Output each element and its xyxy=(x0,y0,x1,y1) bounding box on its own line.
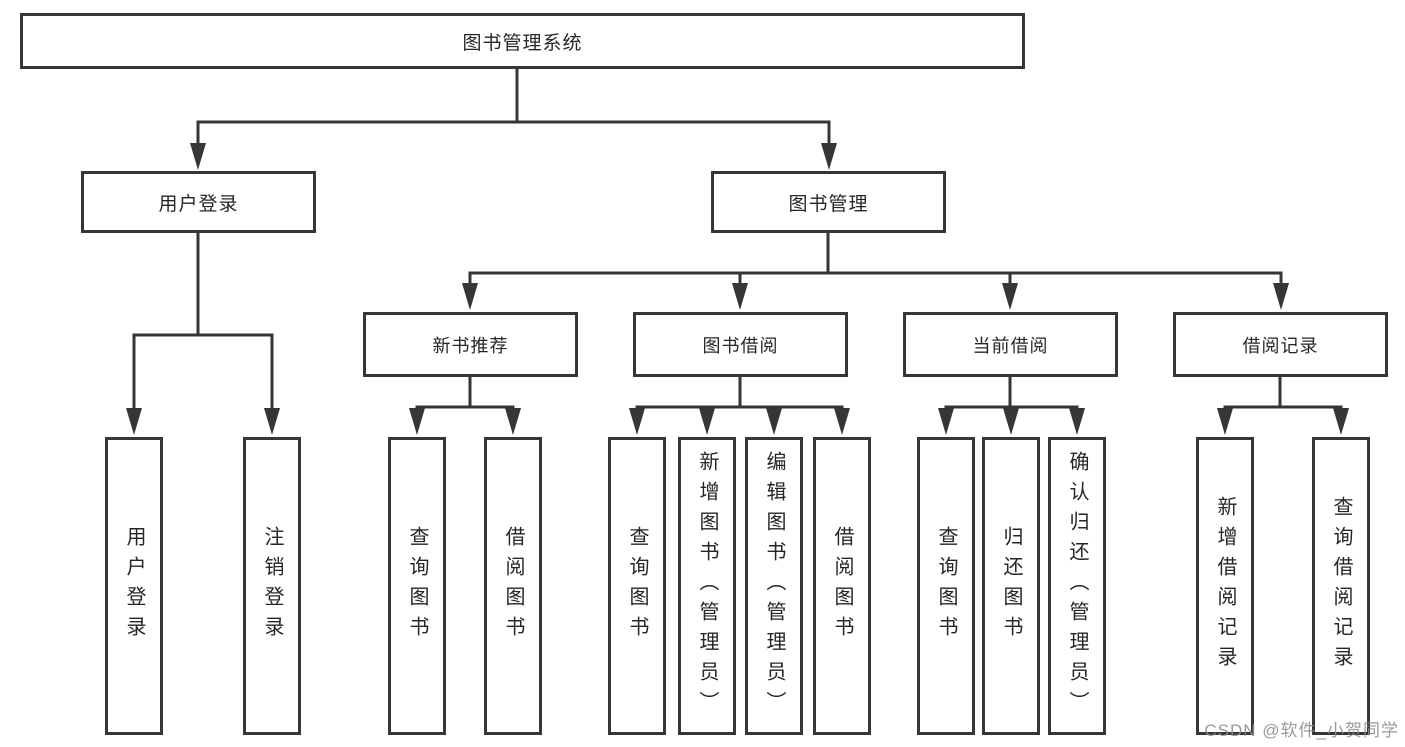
node-label: 新书推荐 xyxy=(432,335,509,356)
node-user-login: 用户登录 xyxy=(81,171,316,233)
node-label: 当前借阅 xyxy=(972,335,1049,356)
node-book-borrowing: 图书借阅 xyxy=(633,312,848,377)
root-label: 图书管理系统 xyxy=(462,32,583,54)
node-label: 图书管理 xyxy=(788,193,869,215)
leaf-borrow-books-borrowing: 借阅图书 xyxy=(813,437,871,735)
leaf-add-book-admin: 新增图书（管理员） xyxy=(678,437,736,735)
node-library-management-system: 图书管理系统 xyxy=(20,13,1025,69)
leaf-query-borrow-record: 查询借阅记录 xyxy=(1312,437,1370,735)
leaf-return-book: 归还图书 xyxy=(982,437,1040,735)
leaf-confirm-return-admin: 确认归还（管理员） xyxy=(1048,437,1106,735)
node-book-management: 图书管理 xyxy=(711,171,946,233)
node-borrowing-records: 借阅记录 xyxy=(1173,312,1388,377)
leaf-edit-book-admin: 编辑图书（管理员） xyxy=(745,437,803,735)
node-label: 图书借阅 xyxy=(702,335,779,356)
node-new-book-recommendation: 新书推荐 xyxy=(363,312,578,377)
node-label: 用户登录 xyxy=(158,193,239,215)
leaf-borrow-books-recommend: 借阅图书 xyxy=(484,437,542,735)
node-label: 借阅记录 xyxy=(1242,335,1319,356)
leaf-query-books-current: 查询图书 xyxy=(917,437,975,735)
leaf-user-login: 用户登录 xyxy=(105,437,163,735)
leaf-query-books-borrowing: 查询图书 xyxy=(608,437,666,735)
leaf-logout: 注销登录 xyxy=(243,437,301,735)
leaf-add-borrow-record: 新增借阅记录 xyxy=(1196,437,1254,735)
csdn-watermark: CSDN @软件_小贺同学 xyxy=(1204,721,1399,740)
node-current-borrowing: 当前借阅 xyxy=(903,312,1118,377)
leaf-query-books-recommend: 查询图书 xyxy=(388,437,446,735)
